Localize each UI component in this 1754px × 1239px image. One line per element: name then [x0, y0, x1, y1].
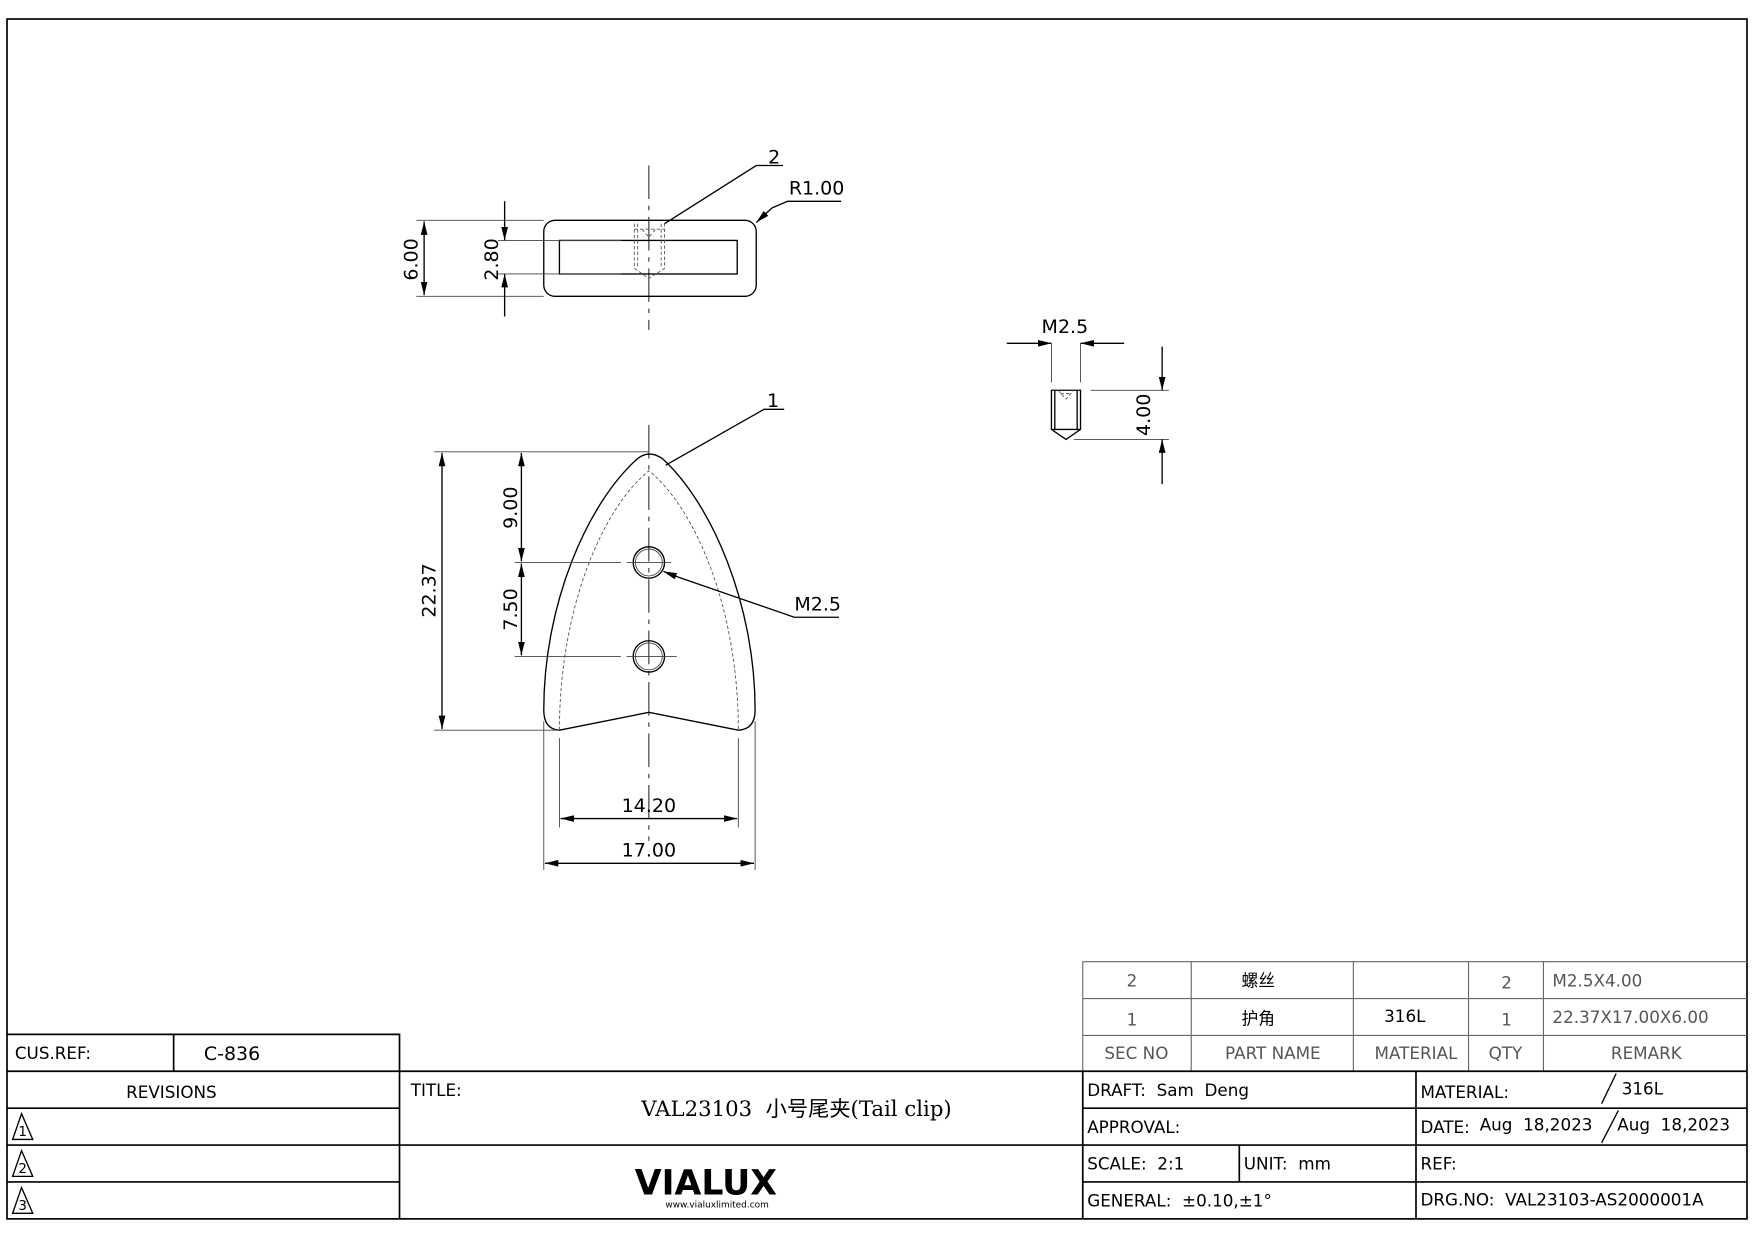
top-view: 6.00 2.80 2 R1.00 [400, 146, 844, 330]
sec-no: 2 [1127, 970, 1138, 990]
dim-hole-pitch: 7.50 [500, 588, 522, 630]
remark: M2.5X4.00 [1552, 970, 1642, 990]
revision-3: 3 [11, 1185, 34, 1214]
date-drawn: Aug 18,2023 [1480, 1115, 1593, 1135]
qty: 1 [1501, 1009, 1512, 1029]
dim-screw-thread: M2.5 [1042, 316, 1089, 338]
dim-outer-width: 17.00 [622, 840, 676, 862]
balloon-2: 2 [768, 146, 780, 168]
header-remark: REMARK [1611, 1043, 1683, 1063]
drawing-number: DRG.NO: VAL23103-AS2000001A [1420, 1189, 1704, 1209]
front-view: 22.37 9.00 7.50 1 M2.5 14.20 17.00 [418, 390, 841, 870]
revision-1: 1 [11, 1111, 34, 1141]
date-approved: Aug 18,2023 [1617, 1115, 1730, 1135]
remark: 22.37X17.00X6.00 [1552, 1007, 1708, 1027]
date-label: DATE: [1420, 1117, 1469, 1137]
header-sec-no: SEC NO [1104, 1043, 1168, 1063]
scale: SCALE: 2:1 [1087, 1154, 1184, 1174]
dim-screw-length: 4.00 [1133, 394, 1155, 436]
dim-radius: R1.00 [789, 178, 845, 200]
approval: APPROVAL: [1087, 1117, 1180, 1137]
header-part-name: PART NAME [1225, 1043, 1321, 1063]
qty: 2 [1501, 973, 1512, 993]
title-block: CUS.REF: C-836 REVISIONS 1 2 3 TITLE: VA… [7, 1033, 1747, 1219]
revision-number: 2 [18, 1162, 27, 1177]
revision-number: 1 [18, 1125, 27, 1140]
vialux-logo: VIALUX [635, 1163, 778, 1203]
dim-inner-width: 14.20 [622, 795, 676, 817]
screw-view: M2.5 4.00 [1006, 316, 1169, 485]
drawing-title: VAL23103 小号尾夹(Tail clip) [640, 1097, 951, 1122]
revision-number: 3 [18, 1199, 27, 1214]
header-qty: QTY [1489, 1043, 1523, 1063]
set-screw-hidden [633, 223, 665, 279]
revisions-label: REVISIONS [126, 1082, 217, 1102]
dim-hole-offset: 9.00 [500, 487, 522, 529]
bom-header: SEC NO PART NAME MATERIAL QTY REMARK [1104, 1043, 1682, 1063]
dim-slot-2-80: 2.80 [481, 238, 503, 280]
bom-row-2: 2 螺丝 2 M2.5X4.00 [1127, 970, 1643, 992]
cus-ref-label: CUS.REF: [15, 1043, 91, 1063]
title-label: TITLE: [410, 1080, 462, 1100]
header-material: MATERIAL [1375, 1043, 1459, 1063]
sheet-border [6, 18, 1748, 1220]
draft: DRAFT: Sam Deng [1087, 1080, 1249, 1100]
part-name: 护角 [1242, 1008, 1276, 1028]
general-tolerance: GENERAL: ±0.10,±1° [1087, 1191, 1272, 1211]
material: 316L [1384, 1006, 1426, 1026]
dim-total-height: 22.37 [418, 563, 440, 617]
unit: UNIT: mm [1244, 1154, 1331, 1174]
dim-thread-m2-5: M2.5 [794, 594, 841, 616]
sec-no: 1 [1127, 1009, 1138, 1029]
ref: REF: [1420, 1154, 1456, 1174]
balloon-1: 1 [767, 390, 779, 412]
cus-ref-value: C-836 [204, 1043, 260, 1065]
part-name: 螺丝 [1242, 970, 1276, 990]
website: www.vialuxlimited.com [665, 1201, 768, 1211]
dim-height-6: 6.00 [400, 238, 422, 280]
material-value: 316L [1622, 1079, 1664, 1099]
revision-2: 2 [11, 1148, 34, 1178]
bom-table: 2 螺丝 2 M2.5X4.00 1 护角 316L 1 22.37X17.00… [1082, 961, 1747, 1072]
material-label: MATERIAL: [1420, 1082, 1509, 1102]
bom-row-1: 1 护角 316L 1 22.37X17.00X6.00 [1127, 1006, 1709, 1029]
